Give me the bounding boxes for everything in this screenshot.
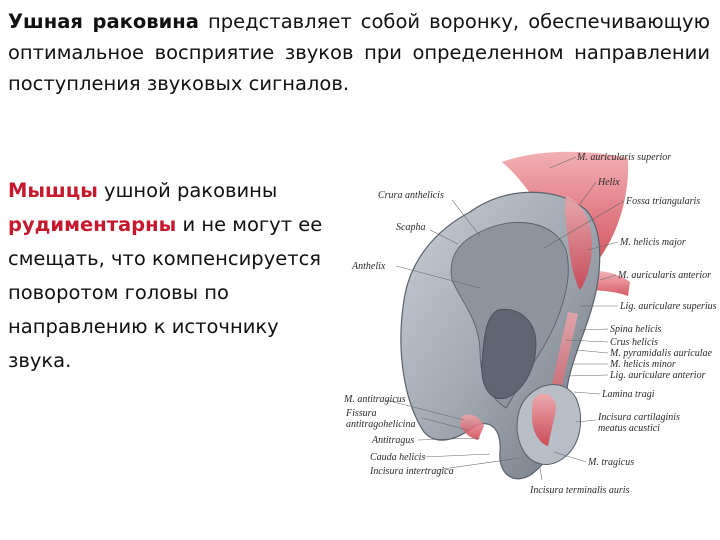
label-incisura-terminalis-auris: Incisura terminalis auris [529, 485, 630, 496]
m-antitragicus-shape [460, 414, 484, 440]
label-lig-auriculare-anterior: Lig. auriculare anterior [609, 370, 706, 381]
label-incisura-cartilaginis-1: Incisura cartilaginis [597, 412, 680, 423]
leader-line [421, 417, 469, 431]
intro-paragraph: Ушная раковина представляет собой воронк… [8, 6, 710, 99]
label-m-antitragicus: M. antitragicus [343, 394, 406, 405]
intro-text: представляет собой воронку, обеспечивающ… [8, 10, 710, 95]
leader-line [435, 457, 521, 471]
label-antitragus: Antitragus [371, 435, 414, 446]
leader-line [573, 391, 601, 395]
label-m-auricularis-anterior: M. auricularis anterior [617, 270, 711, 281]
label-m-tragicus: M. tragicus [587, 457, 634, 468]
leader-line [549, 156, 577, 169]
label-spina-helicis: Spina helicis [610, 324, 661, 335]
label-cauda-helicis: Cauda helicis [370, 452, 425, 463]
muscles-term: Мышцы [8, 179, 98, 202]
leader-line [395, 265, 481, 289]
label-m-helicis-major: M. helicis major [619, 237, 686, 248]
label-fissura-2: antitragohelicina [346, 419, 415, 430]
leader-line [451, 199, 481, 237]
label-helix: Helix [597, 177, 620, 188]
label-crus-helicis: Crus helicis [610, 337, 658, 348]
label-m-auricularis-superior: M. auricularis superior [576, 152, 671, 163]
leader-line [429, 229, 459, 245]
m-helicis-major-shape [565, 196, 592, 290]
muscles-text-2: и не могут ее смещать, что компенсируетс… [8, 213, 323, 372]
ear-anatomy-figure: M. auricularis superior Helix Fossa tria… [343, 151, 717, 496]
leader-line [423, 453, 491, 458]
leader-line [417, 437, 481, 441]
label-incisura-cartilaginis-2: meatus acustici [598, 423, 660, 434]
leader-line [599, 274, 617, 281]
label-m-helicis-minor: M. helicis minor [609, 359, 676, 370]
label-anthelix: Anthelix [351, 261, 386, 272]
leader-line [575, 349, 609, 354]
muscles-paragraph: Мышцы ушной раковины рудиментарны и не м… [8, 174, 348, 378]
label-fossa-triangularis: Fossa triangularis [625, 196, 700, 207]
leader-line [565, 374, 609, 377]
label-m-pyramidalis-auriculae: M. pyramidalis auriculae [609, 348, 712, 359]
label-scapha: Scapha [396, 222, 425, 233]
intro-term: Ушная раковина [8, 10, 199, 33]
leader-line [553, 451, 587, 463]
concha-shape [481, 308, 537, 399]
leader-line [587, 241, 619, 251]
muscles-highlight: рудиментарны [8, 213, 177, 236]
leader-line [543, 200, 625, 249]
leader-line [579, 328, 609, 331]
leader-line [565, 339, 609, 343]
muscles-text-1: ушной раковины [104, 179, 278, 202]
leader-line [385, 399, 465, 421]
leader-line [575, 419, 597, 423]
label-incisura-intertragica: Incisura intertragica [369, 466, 454, 477]
label-lig-auriculare-superius: Lig. auriculare superius [619, 301, 717, 312]
label-lamina-tragi: Lamina tragi [601, 389, 655, 400]
label-crura-anthelicis: Crura anthelicis [378, 190, 444, 201]
m-tragicus-shape [532, 393, 556, 446]
leader-line [539, 467, 543, 481]
leader-line [579, 181, 597, 205]
label-fissura-1: Fissura [345, 408, 377, 419]
